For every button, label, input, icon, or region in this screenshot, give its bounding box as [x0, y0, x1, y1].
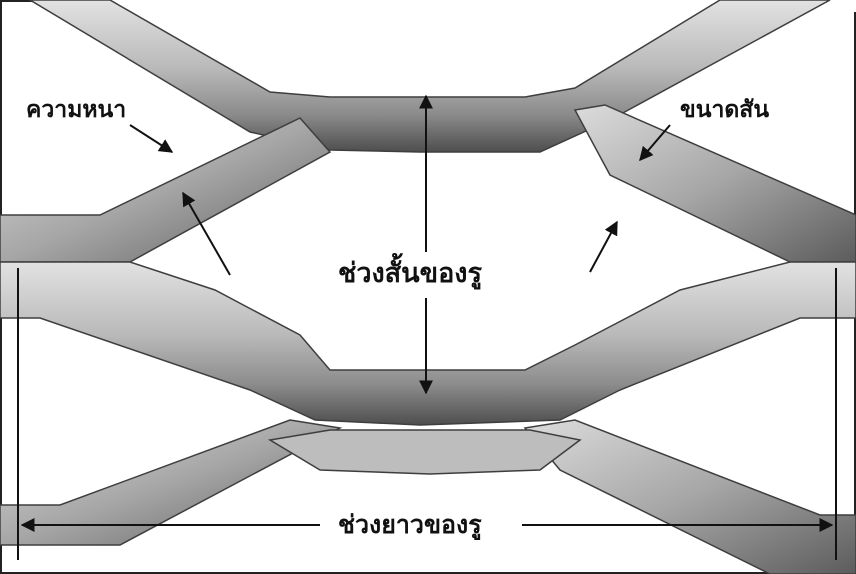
label-strand-width: ขนาดสัน	[680, 97, 770, 123]
strand-width-arrow	[639, 124, 671, 162]
thickness-arrow	[129, 124, 174, 153]
label-long-way-of-diamond: ช่วงยาวของรู	[332, 510, 488, 539]
label-thickness: ความหนา	[26, 97, 127, 123]
label-short-way-of-diamond: ช่วงสั้นของรู	[332, 258, 488, 289]
strand-width-arrow-2	[589, 220, 618, 273]
thickness-arrow-2	[182, 191, 231, 276]
annotations	[17, 94, 837, 560]
